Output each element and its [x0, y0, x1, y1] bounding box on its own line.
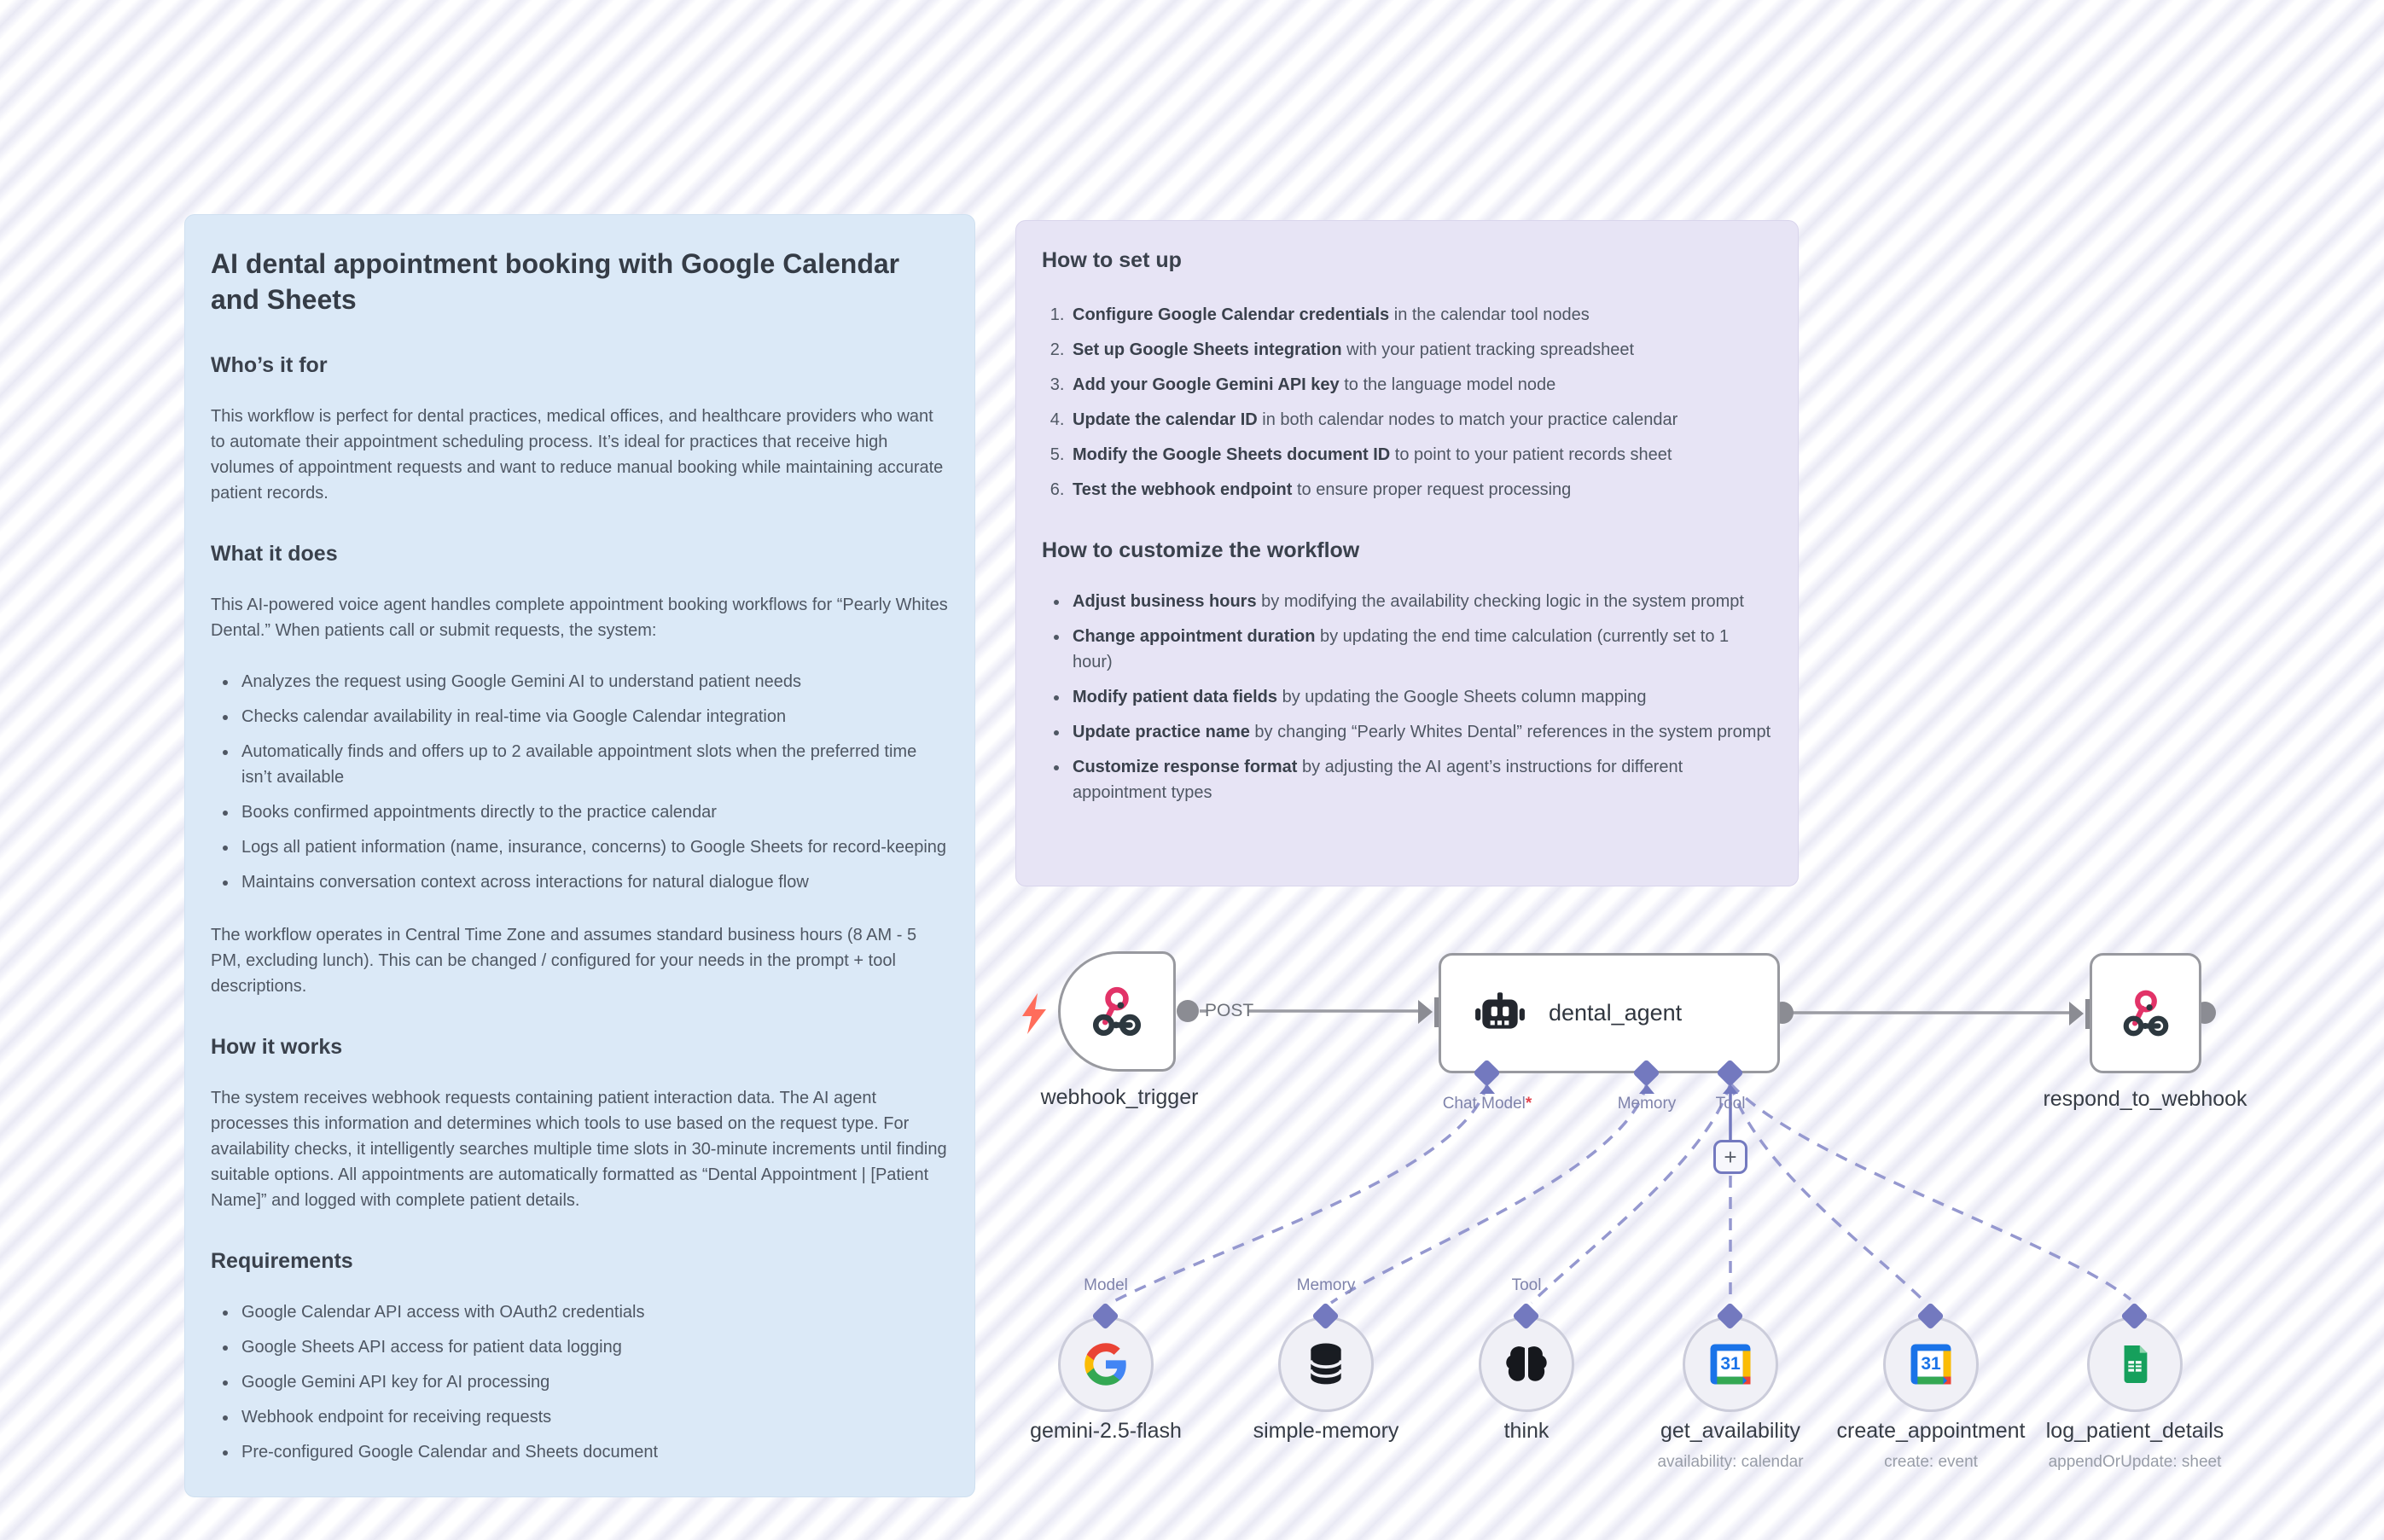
paragraph-whos-it-for: This workflow is perfect for dental prac… [211, 407, 944, 503]
heading-whos-it-for: Who’s it for [211, 353, 328, 378]
port-label-memory-sub: Memory [1296, 1276, 1356, 1294]
port-label-chat-model: Chat Model* [1442, 1095, 1532, 1113]
robot-icon [1474, 992, 1526, 1035]
port-label-tool-sub: Tool [1511, 1276, 1542, 1294]
heading-what-it-does: What it does [211, 542, 338, 567]
brain-icon [1504, 1344, 1549, 1385]
list-item: Automatically finds and offers up to 2 a… [238, 739, 949, 790]
paragraph-what-intro: This AI-powered voice agent handles comp… [211, 596, 948, 641]
node-create-appointment[interactable]: 31 [1883, 1316, 1979, 1412]
list-item: Google Calendar API access with OAuth2 c… [238, 1299, 949, 1325]
node-label-think: think [1503, 1419, 1550, 1443]
node-label-respond-to-webhook: respond_to_webhook [2043, 1087, 2247, 1111]
lightning-bolt-icon [1017, 993, 1051, 1034]
google-g-icon [1083, 1341, 1129, 1387]
list-item: Modify the Google Sheets document ID to … [1069, 442, 1772, 468]
paragraph-timezone: The workflow operates in Central Time Zo… [211, 926, 917, 997]
node-label-webhook-trigger: webhook_trigger [1040, 1085, 1199, 1109]
calendar-day-label: 31 [1720, 1354, 1741, 1374]
node-label-gemini: gemini-2.5-flash [1030, 1419, 1182, 1443]
list-item: Adjust business hours by modifying the a… [1069, 589, 1772, 614]
requirements-list: Google Calendar API access with OAuth2 c… [211, 1299, 949, 1465]
list-item: Google Sheets API access for patient dat… [238, 1334, 949, 1360]
list-item: Test the webhook endpoint to ensure prop… [1069, 477, 1772, 503]
plus-icon: + [1724, 1143, 1737, 1170]
list-item: Analyzes the request using Google Gemini… [238, 669, 949, 694]
node-label-create-appointment: create_appointment [1836, 1419, 2026, 1443]
setup-steps-list: Configure Google Calendar credentials in… [1042, 302, 1772, 503]
list-item: Webhook endpoint for receiving requests [238, 1404, 949, 1430]
port-label-model: Model [1084, 1276, 1128, 1294]
heading-how-it-works: How it works [211, 1035, 343, 1060]
list-item: Configure Google Calendar credentials in… [1069, 302, 1772, 328]
node-respond-to-webhook[interactable] [2090, 953, 2201, 1073]
node-label-log-patient-details: log_patient_details [2045, 1419, 2224, 1443]
note-title: AI dental appointment booking with Googl… [211, 248, 900, 316]
heading-how-to-set-up: How to set up [1042, 248, 1182, 272]
node-sublabel-create-appointment: create: event [1884, 1453, 1978, 1471]
list-item: Pre-configured Google Calendar and Sheet… [238, 1439, 949, 1465]
webhook-icon [2119, 987, 2172, 1040]
list-item: Maintains conversation context across in… [238, 869, 949, 895]
what-it-does-list: Analyzes the request using Google Gemini… [211, 669, 949, 895]
required-marker: * [1525, 1095, 1532, 1113]
list-item: Add your Google Gemini API key to the la… [1069, 372, 1772, 398]
webhook-icon [1089, 984, 1145, 1040]
node-gemini-flash[interactable] [1058, 1316, 1154, 1412]
list-item: Logs all patient information (name, insu… [238, 834, 949, 860]
node-label-dental-agent: dental_agent [1549, 1000, 1683, 1026]
list-item: Books confirmed appointments directly to… [238, 799, 949, 825]
calendar-day-label: 31 [1921, 1354, 1941, 1374]
port-label-tool: Tool [1715, 1095, 1746, 1113]
paragraph-how-it-works: The system receives webhook requests con… [211, 1089, 947, 1211]
node-sublabel-get-availability: availability: calendar [1657, 1453, 1804, 1471]
node-simple-memory[interactable] [1278, 1316, 1374, 1412]
port-chat-model-arrow-icon [1480, 1084, 1495, 1094]
node-label-simple-memory: simple-memory [1253, 1419, 1399, 1443]
heading-how-to-customize: How to customize the workflow [1042, 538, 1360, 562]
list-item: Set up Google Sheets integration with yo… [1069, 337, 1772, 363]
node-label-get-availability: get_availability [1660, 1419, 1800, 1443]
list-item: Google Gemini API key for AI processing [238, 1369, 949, 1395]
database-icon [1306, 1342, 1346, 1386]
node-log-patient-details[interactable] [2087, 1316, 2183, 1412]
port-label-memory: Memory [1617, 1095, 1677, 1113]
sticky-note-setup[interactable]: How to set up Configure Google Calendar … [1015, 220, 1799, 886]
node-think[interactable] [1479, 1316, 1574, 1412]
list-item: Modify patient data fields by updating t… [1069, 684, 1772, 710]
add-tool-button[interactable]: + [1713, 1140, 1747, 1174]
list-item: Change appointment duration by updating … [1069, 624, 1772, 675]
list-item: Checks calendar availability in real-tim… [238, 704, 949, 729]
port-tool-arrow-icon [1723, 1084, 1738, 1094]
node-dental-agent[interactable]: dental_agent [1439, 953, 1780, 1073]
node-webhook-trigger[interactable] [1058, 951, 1176, 1072]
list-item: Update the calendar ID in both calendar … [1069, 407, 1772, 433]
google-sheets-icon [2116, 1343, 2154, 1386]
list-item: Update practice name by changing “Pearly… [1069, 719, 1772, 745]
webhook-method-label: POST [1205, 1001, 1254, 1020]
customize-list: Adjust business hours by modifying the a… [1042, 589, 1772, 805]
heading-requirements: Requirements [211, 1249, 353, 1274]
node-get-availability[interactable]: 31 [1683, 1316, 1778, 1412]
node-sublabel-log-patient-details: appendOrUpdate: sheet [2048, 1453, 2222, 1471]
port-memory-arrow-icon [1639, 1084, 1654, 1094]
list-item: Customize response format by adjusting t… [1069, 754, 1772, 805]
sticky-note-description[interactable]: AI dental appointment booking with Googl… [184, 214, 975, 1497]
